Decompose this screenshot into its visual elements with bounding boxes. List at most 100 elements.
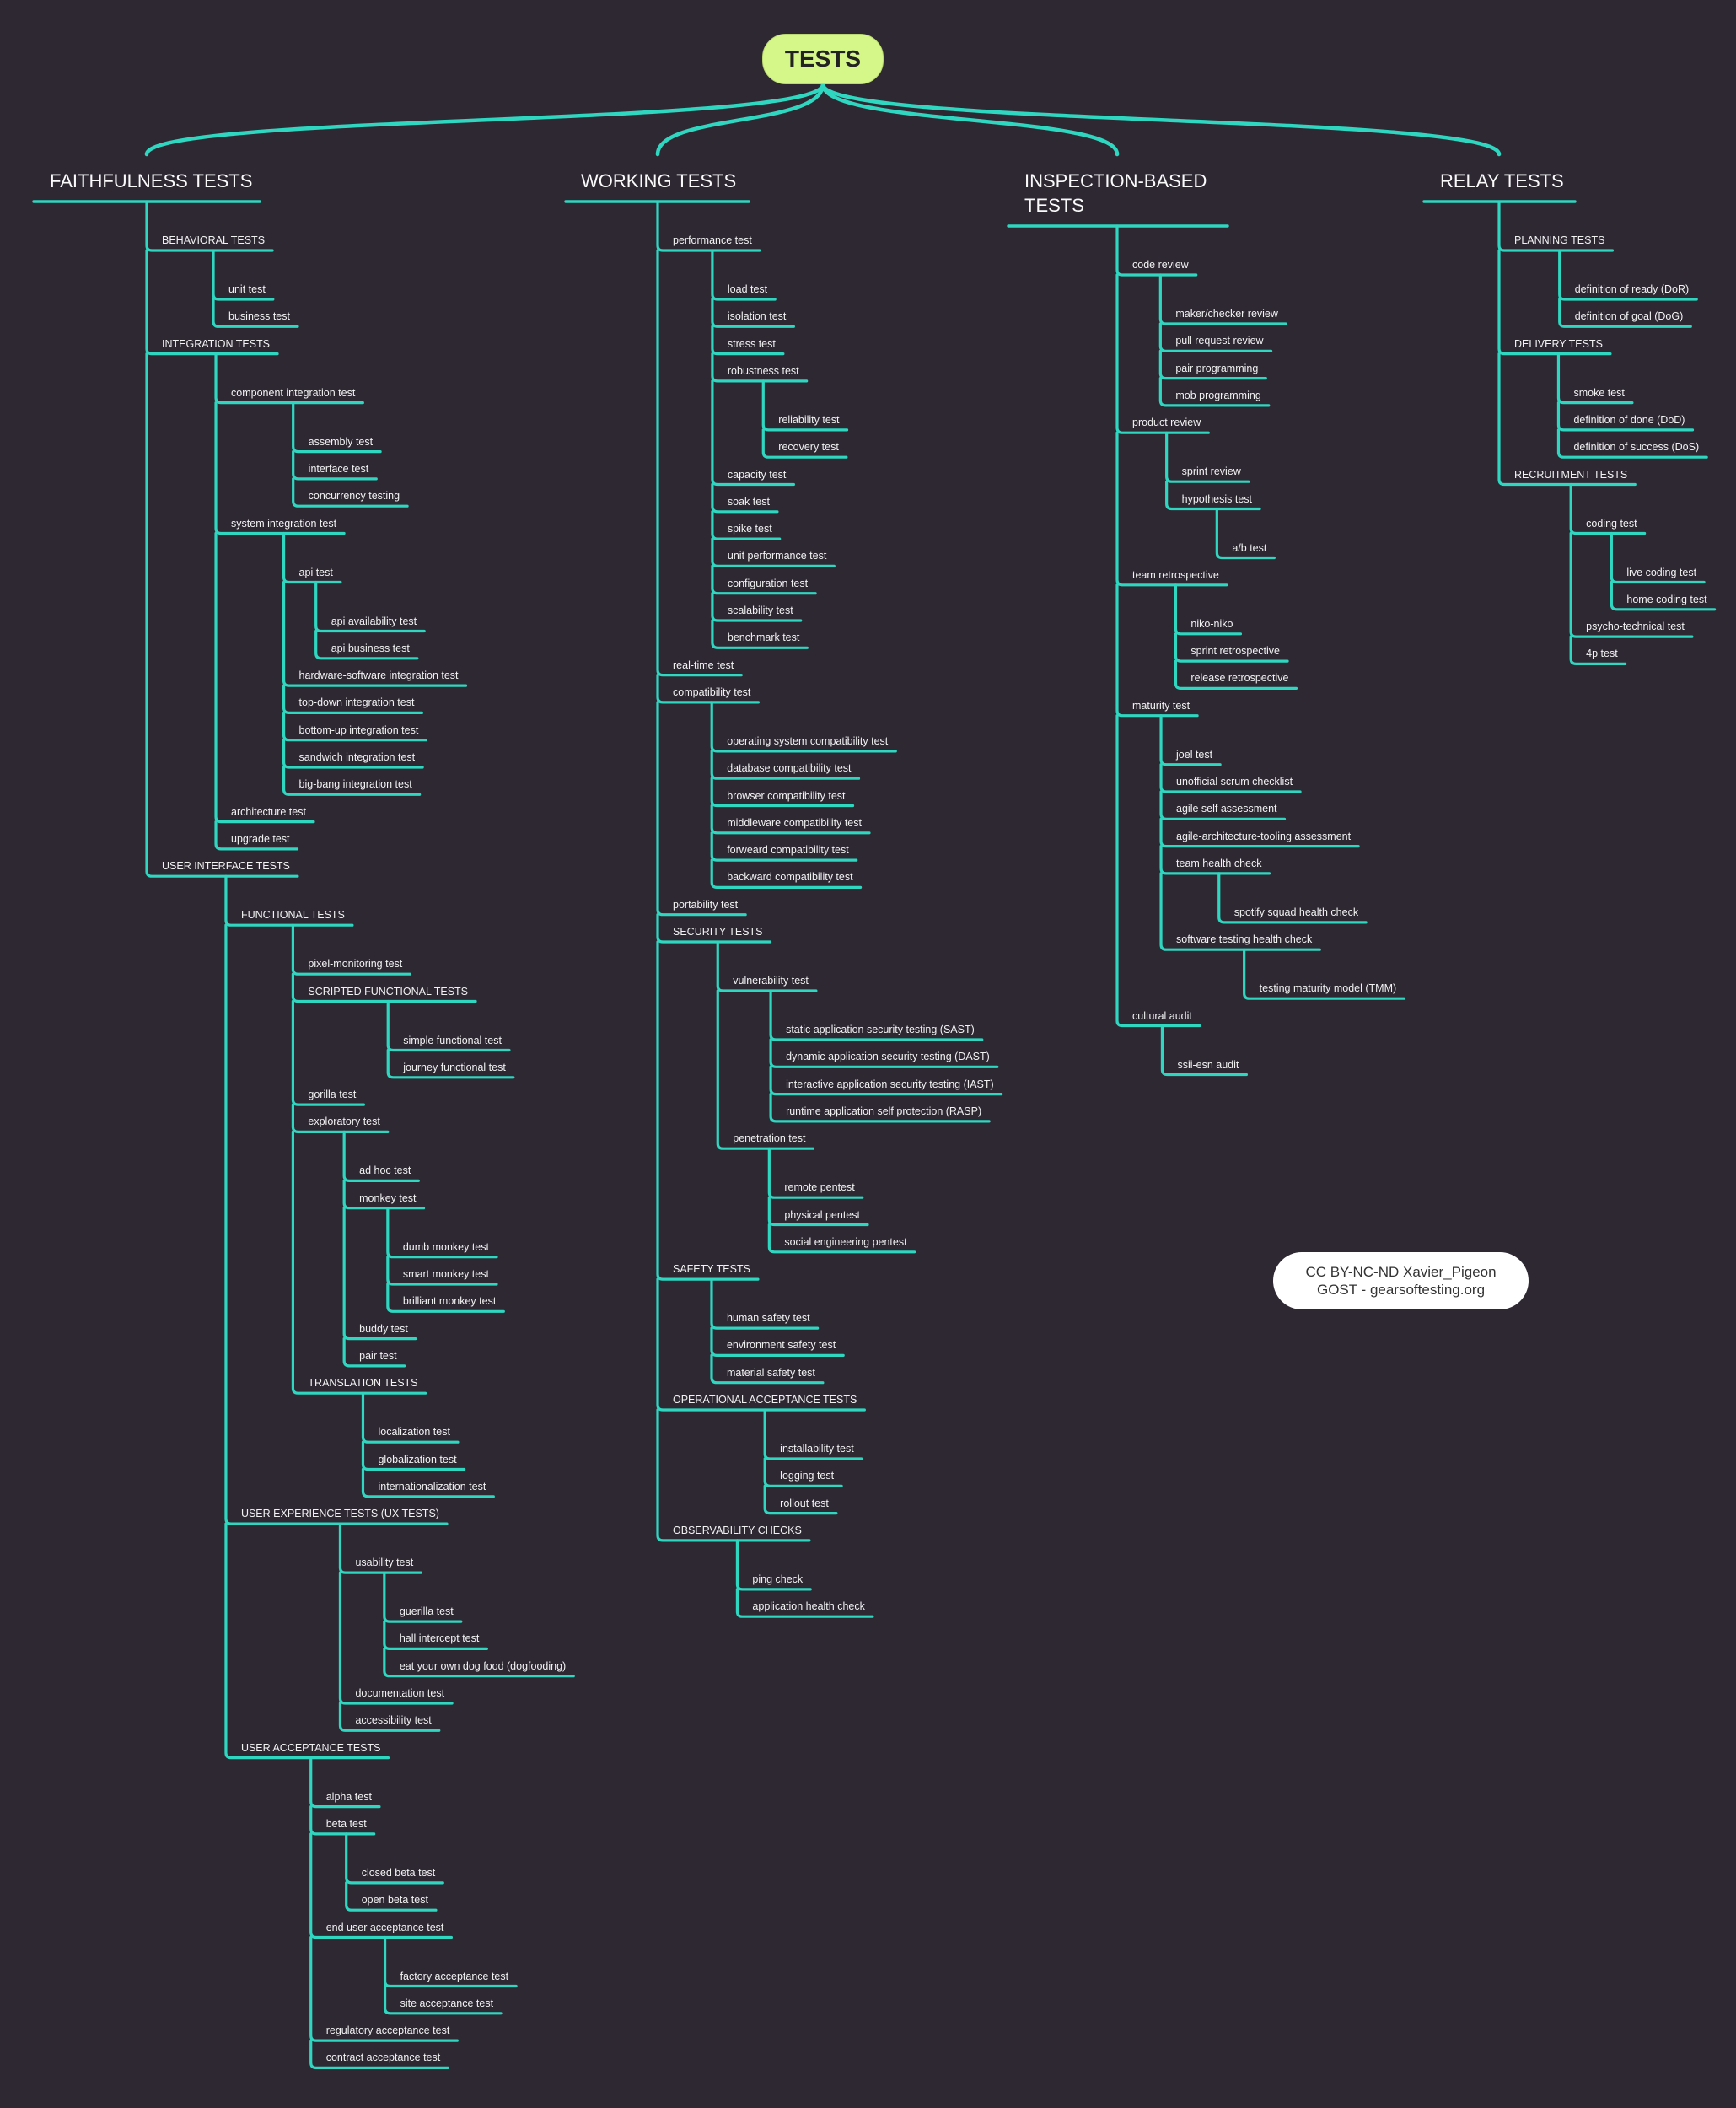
node-definition-of-ready-dor[interactable]: definition of ready (DoR) xyxy=(1574,283,1690,295)
node-home-coding-test[interactable]: home coding test xyxy=(1626,593,1707,605)
node-joel-test[interactable]: joel test xyxy=(1176,748,1213,761)
node-load-test[interactable]: load test xyxy=(727,283,768,295)
node-regulatory-acceptance-test[interactable]: regulatory acceptance test xyxy=(325,2025,450,2037)
node-performance-test[interactable]: performance test xyxy=(673,234,752,246)
node-logging-test[interactable]: logging test xyxy=(780,1470,835,1482)
node-compatibility-test[interactable]: compatibility test xyxy=(673,686,751,698)
node-factory-acceptance-test[interactable]: factory acceptance test xyxy=(400,1970,509,1982)
node-observability-checks[interactable]: OBSERVABILITY CHECKS xyxy=(673,1524,802,1536)
node-forweard-compatibility-test[interactable]: forweard compatibility test xyxy=(727,844,849,857)
node-ad-hoc-test[interactable]: ad hoc test xyxy=(359,1164,411,1177)
node-code-review[interactable]: code review xyxy=(1132,259,1189,271)
node-a-b-test[interactable]: a/b test xyxy=(1232,541,1267,554)
node-definition-of-success-dos[interactable]: definition of success (DoS) xyxy=(1573,441,1700,454)
node-application-health-check[interactable]: application health check xyxy=(752,1600,865,1613)
node-browser-compatibility-test[interactable]: browser compatibility test xyxy=(727,789,846,802)
node-software-testing-health-check[interactable]: software testing health check xyxy=(1176,933,1313,946)
node-pixel-monitoring-test[interactable]: pixel-monitoring test xyxy=(308,958,403,971)
node-recovery-test[interactable]: recovery test xyxy=(778,441,839,454)
node-upgrade-test[interactable]: upgrade test xyxy=(231,832,290,845)
node-robustness-test[interactable]: robustness test xyxy=(727,364,799,377)
node-static-application-security-testing-sast[interactable]: static application security testing (SAS… xyxy=(786,1024,975,1035)
node-definition-of-goal-dog[interactable]: definition of goal (DoG) xyxy=(1574,310,1684,323)
node-closed-beta-test[interactable]: closed beta test xyxy=(361,1866,436,1879)
node-bottom-up-integration-test[interactable]: bottom-up integration test xyxy=(298,723,419,736)
node-spike-test[interactable]: spike test xyxy=(727,523,772,535)
node-hardware-software-integration-test[interactable]: hardware-software integration test xyxy=(298,670,459,682)
node-real-time-test[interactable]: real-time test xyxy=(673,659,734,671)
node-live-coding-test[interactable]: live coding test xyxy=(1626,566,1697,578)
node-unofficial-scrum-checklist[interactable]: unofficial scrum checklist xyxy=(1176,776,1293,788)
node-reliability-test[interactable]: reliability test xyxy=(778,413,840,426)
column-header-faithfulness[interactable]: FAITHFULNESS TESTS xyxy=(50,170,253,191)
node-scalability-test[interactable]: scalability test xyxy=(727,605,793,616)
node-buddy-test[interactable]: buddy test xyxy=(359,1322,408,1335)
node-beta-test[interactable]: beta test xyxy=(325,1817,367,1830)
node-sprint-retrospective[interactable]: sprint retrospective xyxy=(1190,645,1281,658)
node-cultural-audit[interactable]: cultural audit xyxy=(1132,1009,1192,1022)
node-remote-pentest[interactable]: remote pentest xyxy=(784,1181,855,1194)
node-translation-tests[interactable]: TRANSLATION TESTS xyxy=(308,1377,418,1390)
node-assembly-test[interactable]: assembly test xyxy=(308,435,374,448)
node-architecture-test[interactable]: architecture test xyxy=(231,805,306,818)
node-big-bang-integration-test[interactable]: big-bang integration test xyxy=(298,778,412,791)
node-concurrency-testing[interactable]: concurrency testing xyxy=(308,490,400,503)
node-simple-functional-test[interactable]: simple functional test xyxy=(403,1034,502,1046)
node-exploratory-test[interactable]: exploratory test xyxy=(308,1116,380,1128)
node-eat-your-own-dog-food-dogfooding[interactable]: eat your own dog food (dogfooding) xyxy=(399,1659,567,1672)
node-release-retrospective[interactable]: release retrospective xyxy=(1190,672,1289,685)
node-spotify-squad-health-check[interactable]: spotify squad health check xyxy=(1233,906,1359,918)
node-dumb-monkey-test[interactable]: dumb monkey test xyxy=(402,1240,489,1253)
node-security-tests[interactable]: SECURITY TESTS xyxy=(673,926,763,938)
node-api-test[interactable]: api test xyxy=(298,566,333,578)
column-header-working[interactable]: WORKING TESTS xyxy=(581,170,737,191)
node-physical-pentest[interactable]: physical pentest xyxy=(784,1208,860,1221)
node-api-business-test[interactable]: api business test xyxy=(331,642,410,654)
node-operating-system-compatibility-test[interactable]: operating system compatibility test xyxy=(727,734,889,747)
node-system-integration-test[interactable]: system integration test xyxy=(231,517,337,530)
node-backward-compatibility-test[interactable]: backward compatibility test xyxy=(727,871,853,884)
node-journey-functional-test[interactable]: journey functional test xyxy=(403,1061,506,1073)
node-installability-test[interactable]: installability test xyxy=(780,1443,854,1455)
node-dynamic-application-security-testing-dast[interactable]: dynamic application security testing (DA… xyxy=(786,1051,990,1063)
node-team-retrospective[interactable]: team retrospective xyxy=(1132,568,1219,581)
node-component-integration-test[interactable]: component integration test xyxy=(231,386,356,399)
node-planning-tests[interactable]: PLANNING TESTS xyxy=(1514,234,1605,246)
node-contract-acceptance-test[interactable]: contract acceptance test xyxy=(325,2052,441,2064)
node-hypothesis-test[interactable]: hypothesis test xyxy=(1181,492,1253,505)
node-ping-check[interactable]: ping check xyxy=(752,1573,804,1585)
node-interface-test[interactable]: interface test xyxy=(308,462,369,475)
node-monkey-test[interactable]: monkey test xyxy=(359,1191,417,1204)
node-stress-test[interactable]: stress test xyxy=(727,337,776,350)
node-database-compatibility-test[interactable]: database compatibility test xyxy=(727,762,852,775)
node-rollout-test[interactable]: rollout test xyxy=(780,1497,829,1509)
root-node-tests[interactable]: TESTS xyxy=(762,34,884,84)
node-runtime-application-self-protection-rasp[interactable]: runtime application self protection (RAS… xyxy=(786,1105,982,1117)
node-unit-performance-test[interactable]: unit performance test xyxy=(727,550,827,562)
node-gorilla-test[interactable]: gorilla test xyxy=(308,1089,357,1101)
node-mob-programming[interactable]: mob programming xyxy=(1175,389,1261,401)
node-hall-intercept-test[interactable]: hall intercept test xyxy=(399,1632,480,1645)
node-operational-acceptance-tests[interactable]: OPERATIONAL ACCEPTANCE TESTS xyxy=(673,1394,857,1406)
node-smart-monkey-test[interactable]: smart monkey test xyxy=(402,1268,489,1280)
node-vulnerability-test[interactable]: vulnerability test xyxy=(733,975,809,987)
node-functional-tests[interactable]: FUNCTIONAL TESTS xyxy=(240,909,345,922)
node-open-beta-test[interactable]: open beta test xyxy=(361,1894,428,1906)
node-recruitment-tests[interactable]: RECRUITMENT TESTS xyxy=(1514,468,1628,481)
node-localization-test[interactable]: localization test xyxy=(378,1426,450,1438)
node-sandwich-integration-test[interactable]: sandwich integration test xyxy=(298,751,416,763)
node-social-engineering-pentest[interactable]: social engineering pentest xyxy=(784,1235,907,1248)
column-header-inspection[interactable]: INSPECTION-BASED TESTS xyxy=(1024,170,1207,216)
node-documentation-test[interactable]: documentation test xyxy=(355,1687,445,1699)
node-agile-self-assessment[interactable]: agile self assessment xyxy=(1176,803,1277,815)
node-safety-tests[interactable]: SAFETY TESTS xyxy=(673,1263,750,1276)
node-site-acceptance-test[interactable]: site acceptance test xyxy=(400,1997,494,2009)
node-sprint-review[interactable]: sprint review xyxy=(1181,465,1241,478)
column-header-relay[interactable]: RELAY TESTS xyxy=(1440,170,1564,191)
node-delivery-tests[interactable]: DELIVERY TESTS xyxy=(1514,337,1603,350)
node-team-health-check[interactable]: team health check xyxy=(1176,857,1262,869)
node-interactive-application-security-testing-iast[interactable]: interactive application security testing… xyxy=(786,1078,994,1090)
node-globalization-test[interactable]: globalization test xyxy=(378,1453,457,1465)
node-penetration-test[interactable]: penetration test xyxy=(733,1132,806,1145)
node-portability-test[interactable]: portability test xyxy=(673,898,739,911)
